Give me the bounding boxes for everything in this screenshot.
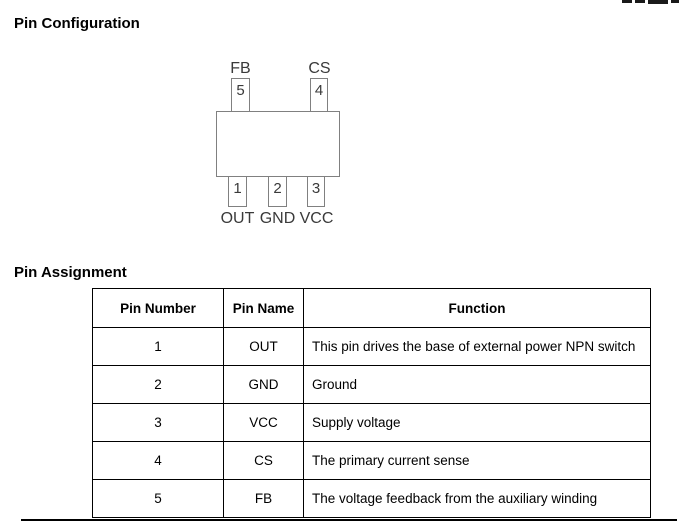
footer-divider: [21, 519, 677, 521]
partial-logo-fragment: [622, 0, 632, 3]
partial-logo-fragment: [635, 0, 645, 3]
header-pin-name: Pin Name: [223, 288, 304, 328]
table-row: 5 FB The voltage feedback from the auxil…: [92, 479, 651, 518]
header-function: Function: [303, 288, 651, 328]
cell-function: Supply voltage: [303, 403, 651, 442]
header-pin-number: Pin Number: [92, 288, 224, 328]
pin-assignment-table: Pin Number Pin Name Function 1 OUT This …: [92, 288, 651, 518]
pin-5: 5: [231, 78, 250, 113]
pin-1: 1: [228, 175, 247, 207]
pin-label-gnd: GND: [259, 210, 296, 227]
pin-label-fb: FB: [230, 60, 251, 77]
pin-3: 3: [307, 175, 325, 207]
partial-logo-fragment: [648, 0, 668, 4]
pin-4: 4: [310, 78, 328, 113]
pin-assignment-heading: Pin Assignment: [14, 264, 127, 281]
cell-pin-name: OUT: [223, 327, 304, 366]
cell-function: The voltage feedback from the auxiliary …: [303, 479, 651, 518]
cell-pin-number: 5: [92, 479, 224, 518]
pin-1-number: 1: [233, 180, 242, 197]
cell-pin-name: GND: [223, 365, 304, 404]
partial-logo-fragment: [671, 0, 679, 3]
cell-pin-number: 4: [92, 441, 224, 480]
table-row: 1 OUT This pin drives the base of extern…: [92, 327, 651, 366]
pin-configuration-heading: Pin Configuration: [14, 15, 140, 32]
pin-2-number: 2: [273, 180, 282, 197]
pin-label-vcc: VCC: [299, 210, 334, 227]
pin-5-number: 5: [236, 82, 245, 99]
package-body: [216, 111, 340, 177]
pin-3-number: 3: [311, 180, 321, 197]
cell-pin-name: VCC: [223, 403, 304, 442]
pin-2: 2: [268, 175, 287, 207]
cell-pin-name: FB: [223, 479, 304, 518]
cell-pin-number: 1: [92, 327, 224, 366]
pin-4-number: 4: [314, 82, 324, 99]
cell-function: The primary current sense: [303, 441, 651, 480]
cell-pin-name: CS: [223, 441, 304, 480]
cell-pin-number: 3: [92, 403, 224, 442]
table-row: 3 VCC Supply voltage: [92, 403, 651, 442]
cell-pin-number: 2: [92, 365, 224, 404]
pin-label-cs: CS: [308, 60, 331, 77]
table-row: 2 GND Ground: [92, 365, 651, 404]
cell-function: Ground: [303, 365, 651, 404]
pin-label-out: OUT: [220, 210, 255, 227]
table-row: 4 CS The primary current sense: [92, 441, 651, 480]
table-header-row: Pin Number Pin Name Function: [92, 288, 651, 328]
cell-function: This pin drives the base of external pow…: [303, 327, 651, 366]
